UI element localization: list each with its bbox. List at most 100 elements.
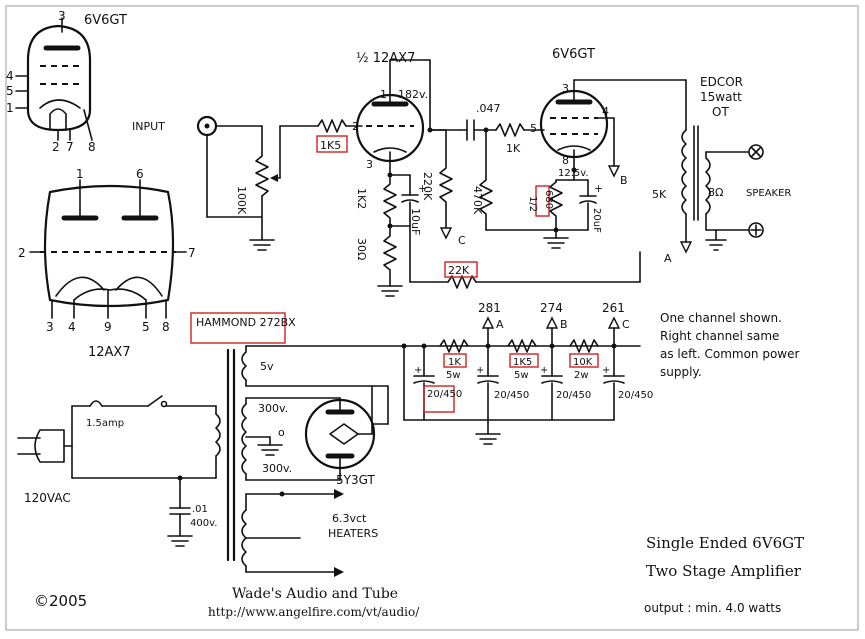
cathode-bypass-label: 10uF — [409, 208, 422, 235]
filter-cap-1-value: 20/450 — [427, 389, 462, 400]
pin-1-label: 1 — [6, 101, 14, 115]
output-stage: .047 1K 5 470K 6V6GT B 4 3 8 12.5v. — [459, 47, 687, 249]
power-supply: HAMMOND 272BX 5v 300v. 300v. o — [17, 301, 653, 577]
output-tube-label: 6V6GT — [552, 47, 595, 62]
preamp-stage: INPUT 100K 1K5 2 ½ 12AX7 1 182v. 3 — [132, 51, 641, 297]
pin-3-label: 3 — [46, 320, 54, 334]
pinout-12ax7: 1 6 2 7 3 4 9 5 8 12AX7 — [18, 167, 196, 360]
filter-cap-2: + — [476, 365, 499, 421]
mains-plug-icon — [34, 429, 65, 463]
ot-secondary: 8Ω — [708, 186, 723, 199]
output-cathode-bypass-label: 20uF — [591, 208, 602, 233]
pin-3-label: 3 — [58, 9, 66, 23]
note-block: One channel shown. Right channel same as… — [660, 311, 800, 379]
filter-resistor-1-watt: 5w — [446, 370, 461, 381]
pinout-6v6gt-title: 6V6GT — [84, 13, 127, 28]
filter-cap-2-value: 20/450 — [494, 390, 529, 401]
grid-pin-label: 2 — [352, 120, 359, 133]
node-c-voltage: 261 — [602, 301, 625, 315]
hammond-label-highlight — [190, 312, 286, 344]
pin-7-label: 7 — [188, 246, 196, 260]
filter-resistor-3-highlight — [569, 353, 599, 368]
grid-resistor-label: 1K5 — [320, 139, 341, 152]
plate-pin-6v6-label: 3 — [562, 82, 569, 95]
pin-5-label: 5 — [142, 320, 150, 334]
ot-primary: 5K — [652, 188, 667, 201]
cathode-resistor-label: 1K2 — [355, 188, 368, 209]
author: Wade's Audio and Tube — [232, 586, 398, 602]
fuse-label: 1.5amp — [86, 418, 124, 429]
svg-text:+: + — [602, 365, 610, 376]
pin-2-label: 2 — [18, 246, 26, 260]
pin-6-label: 6 — [136, 167, 144, 181]
rect-winding-label: 5v — [260, 360, 274, 373]
grid-resistor-highlight — [316, 135, 348, 153]
pin-1-label: 1 — [76, 167, 84, 181]
note-line-3: as left. Common power — [660, 347, 800, 361]
pin-9-label: 9 — [104, 320, 112, 334]
svg-text:+: + — [414, 365, 422, 376]
pin-5-label: 5 — [6, 84, 14, 98]
screen-node-label: B — [620, 174, 628, 187]
title-block: Single Ended 6V6GT Two Stage Amplifier o… — [644, 534, 804, 615]
output-transformer: EDCOR 15watt OT A 5K 8Ω SPEAKER — [652, 75, 791, 265]
pin-8-label: 8 — [162, 320, 170, 334]
pin-2-label: 2 — [52, 140, 60, 154]
cathode-resistor-highlight — [535, 185, 550, 217]
heater-label: HEATERS — [328, 527, 378, 540]
plate-load-label: 220K — [421, 172, 434, 201]
node-c-label: C — [622, 318, 630, 331]
fuse-icon — [89, 400, 103, 407]
filter-resistor-1-highlight — [443, 353, 467, 368]
filter-cap-4: + — [602, 365, 625, 421]
heater-voltage-label: 6.3vct — [332, 512, 367, 525]
cathode-pin-6v6-label: 8 — [562, 154, 569, 167]
volume-pot-label: 100K — [235, 186, 248, 215]
plate-pin-label: 1 — [380, 88, 387, 101]
rectifier-label: 5Y3GT — [336, 473, 375, 487]
hv-bottom-label: 300v. — [262, 462, 292, 475]
cathode-pin-label: 3 — [366, 158, 373, 171]
speaker-plus-terminal-icon — [748, 222, 764, 238]
cathode-small-resistor-label: 30Ω — [355, 238, 368, 260]
filter-cap-1-highlight — [423, 385, 455, 413]
grid-stopper-label: 1K — [506, 142, 521, 155]
title-line-1: Single Ended 6V6GT — [646, 534, 804, 552]
line-cap-voltage: 400v. — [190, 518, 217, 529]
ot-supply-node: A — [664, 252, 672, 265]
feedback-resistor-label: 22K — [448, 264, 470, 277]
filter-resistor-3-watt: 2w — [574, 370, 589, 381]
filter-cap-3-value: 20/450 — [556, 390, 591, 401]
ot-rating: 15watt — [700, 90, 742, 104]
pin-4-label: 4 — [6, 69, 14, 83]
pin-4-label: 4 — [68, 320, 76, 334]
node-a-voltage: 281 — [478, 301, 501, 315]
pin-8-label: 8 — [88, 140, 96, 154]
g1-pin-label: 5 — [530, 122, 537, 135]
note-line-2: Right channel same — [660, 329, 779, 343]
ot-type: OT — [712, 105, 729, 119]
node-b-label: B — [560, 318, 568, 331]
svg-text:+: + — [594, 182, 603, 195]
mains-label: 120VAC — [24, 491, 71, 505]
hv-top-label: 300v. — [258, 402, 288, 415]
plate-voltage-label: 182v. — [398, 88, 428, 101]
svg-text:+: + — [540, 365, 548, 376]
filter-cap-3: + — [540, 365, 563, 421]
output-rating: output : min. 4.0 watts — [644, 601, 781, 615]
filter-cap-4-value: 20/450 — [618, 390, 653, 401]
output-cathode-pre-label: 1/2 — [527, 196, 538, 212]
filter-resistor-3-value: 10K — [573, 357, 593, 368]
power-switch-icon — [147, 395, 163, 407]
node-a-label: A — [496, 318, 504, 331]
ot-name: EDCOR — [700, 75, 743, 89]
node-b-voltage: 274 — [540, 301, 563, 315]
speaker-label: SPEAKER — [746, 188, 791, 199]
pinout-12ax7-title: 12AX7 — [88, 345, 131, 360]
website-url: http://www.angelfire.com/vt/audio/ — [208, 605, 420, 619]
copyright: ©2005 — [34, 592, 87, 610]
feedback-resistor-highlight — [444, 261, 478, 278]
line-cap-value: .01 — [192, 504, 208, 515]
